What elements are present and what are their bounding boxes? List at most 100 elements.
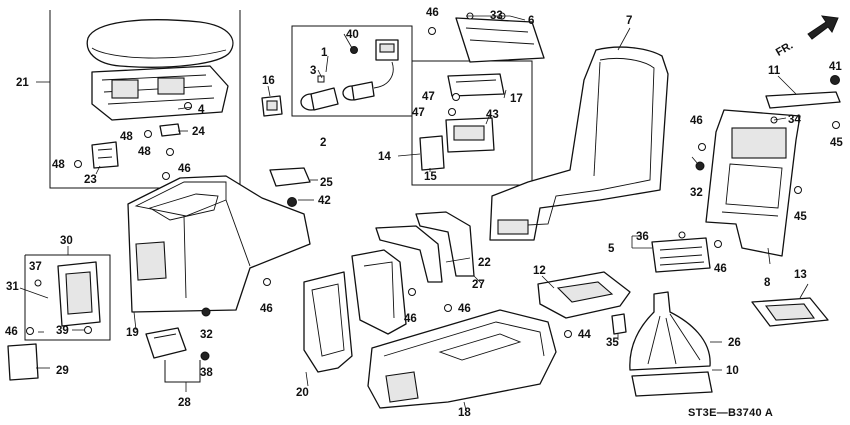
- screw-46h: [714, 240, 722, 248]
- clip-32b: [201, 307, 211, 317]
- side-trim-27: [351, 249, 407, 335]
- callout-30: 30: [60, 235, 73, 247]
- callout-46-side: 46: [458, 303, 471, 315]
- leader-lines: [19, 15, 809, 411]
- callout-34: 34: [788, 114, 801, 126]
- center-panel-8: [705, 109, 801, 257]
- screw-46a: [428, 27, 436, 35]
- bracket-6: [455, 17, 545, 63]
- callout-46-panel: 46: [690, 115, 703, 127]
- screw-36: [678, 231, 686, 239]
- callout-39: 39: [56, 325, 69, 337]
- callout-44: 44: [578, 329, 591, 341]
- callout-46-armrest: 46: [178, 163, 191, 175]
- callout-12: 12: [533, 265, 546, 277]
- screw-47a: [452, 93, 460, 101]
- front-direction-label: FR.: [774, 40, 795, 59]
- bracket-28: [145, 327, 187, 359]
- callout-8: 8: [764, 277, 771, 289]
- callout-47-upper: 47: [422, 91, 435, 103]
- screw-46f: [444, 304, 452, 312]
- callout-21: 21: [16, 77, 29, 89]
- callout-32-left: 32: [200, 329, 213, 341]
- front-direction-arrow: FR.: [774, 15, 839, 59]
- armrest-lid: [86, 19, 234, 121]
- callout-1: 1: [321, 47, 328, 59]
- callout-6: 6: [528, 15, 534, 27]
- callout-43: 43: [486, 109, 499, 121]
- trim-strip-11: [765, 91, 841, 109]
- front-console-19: [127, 175, 311, 313]
- callout-48-left: 48: [52, 159, 65, 171]
- screw-45b: [794, 186, 802, 194]
- callout-48-upper: 48: [120, 131, 133, 143]
- clip-39: [84, 326, 92, 334]
- callout-20: 20: [296, 387, 309, 399]
- callout-18: 18: [458, 407, 471, 419]
- callout-17: 17: [510, 93, 523, 105]
- screw-44: [564, 330, 572, 338]
- cap-29: [7, 343, 39, 381]
- screw-45a: [832, 121, 840, 129]
- callout-3: 3: [310, 65, 316, 77]
- bracket-20: [303, 271, 353, 373]
- vent-5: [651, 237, 711, 273]
- callout-47-lower: 47: [412, 107, 425, 119]
- callout-5: 5: [608, 243, 615, 255]
- callout-15: 15: [424, 171, 437, 183]
- screw-4: [184, 102, 192, 110]
- callout-46-trim: 46: [404, 313, 417, 325]
- screw-46b: [162, 172, 170, 180]
- callout-46-console: 46: [260, 303, 273, 315]
- plate-15: [419, 135, 445, 171]
- callout-4: 4: [198, 104, 205, 116]
- shift-bezel-12: [537, 271, 631, 319]
- shift-boot-26: [629, 291, 711, 371]
- callout-22: 22: [478, 257, 491, 269]
- group-frame-28: [164, 360, 201, 383]
- screw-46d: [263, 278, 271, 286]
- clip-35: [611, 313, 627, 335]
- bezel-30: [57, 261, 101, 327]
- screw-47b: [448, 108, 456, 116]
- callout-45-lower: 45: [794, 211, 807, 223]
- pocket-17: [447, 73, 505, 97]
- cigar-lighter: [300, 39, 399, 111]
- clip-40: [350, 46, 358, 54]
- callout-28: 28: [178, 397, 191, 409]
- callout-10: 10: [726, 365, 739, 377]
- callout-33: 33: [490, 10, 503, 22]
- callout-42: 42: [318, 195, 331, 207]
- callout-2: 2: [320, 137, 326, 149]
- callout-11: 11: [768, 65, 781, 77]
- clip-24: [159, 123, 181, 137]
- callout-38: 38: [200, 367, 213, 379]
- ring-10: [631, 371, 713, 397]
- callout-27: 27: [472, 279, 485, 291]
- switch-16: [261, 95, 283, 117]
- screw-48a: [144, 130, 152, 138]
- callout-37: 37: [29, 261, 42, 273]
- group-frame-21: [49, 10, 241, 189]
- callout-45-upper: 45: [830, 137, 843, 149]
- callout-46-vent: 46: [714, 263, 727, 275]
- callout-46-top: 46: [426, 7, 439, 19]
- clip-41: [830, 75, 840, 85]
- clip-37: [34, 279, 42, 287]
- screw-48b: [74, 160, 82, 168]
- callout-41: 41: [829, 61, 842, 73]
- screw-48c: [166, 148, 174, 156]
- callout-48-lower: 48: [138, 146, 151, 158]
- callouts: 1 2 3 4 5 6 7 8 10 11 12 13 14 15 16 17 …: [5, 7, 843, 419]
- callout-16: 16: [262, 75, 275, 87]
- screw-46e: [408, 288, 416, 296]
- callout-23: 23: [84, 174, 97, 186]
- callout-40: 40: [346, 29, 359, 41]
- lower-console-18: [367, 309, 557, 409]
- callout-13: 13: [794, 269, 807, 281]
- callout-32-right: 32: [690, 187, 703, 199]
- callout-35: 35: [606, 337, 619, 349]
- screw-46g: [698, 143, 706, 151]
- rear-console-7: [489, 46, 669, 241]
